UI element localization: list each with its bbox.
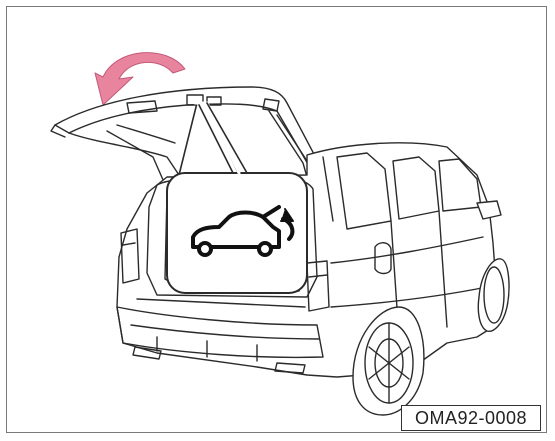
car-rear-illustration [7,7,548,434]
figure-frame: OMA92-0008 [6,6,547,433]
figure-code-label: OMA92-0008 [401,405,541,431]
callout-box [167,103,307,293]
